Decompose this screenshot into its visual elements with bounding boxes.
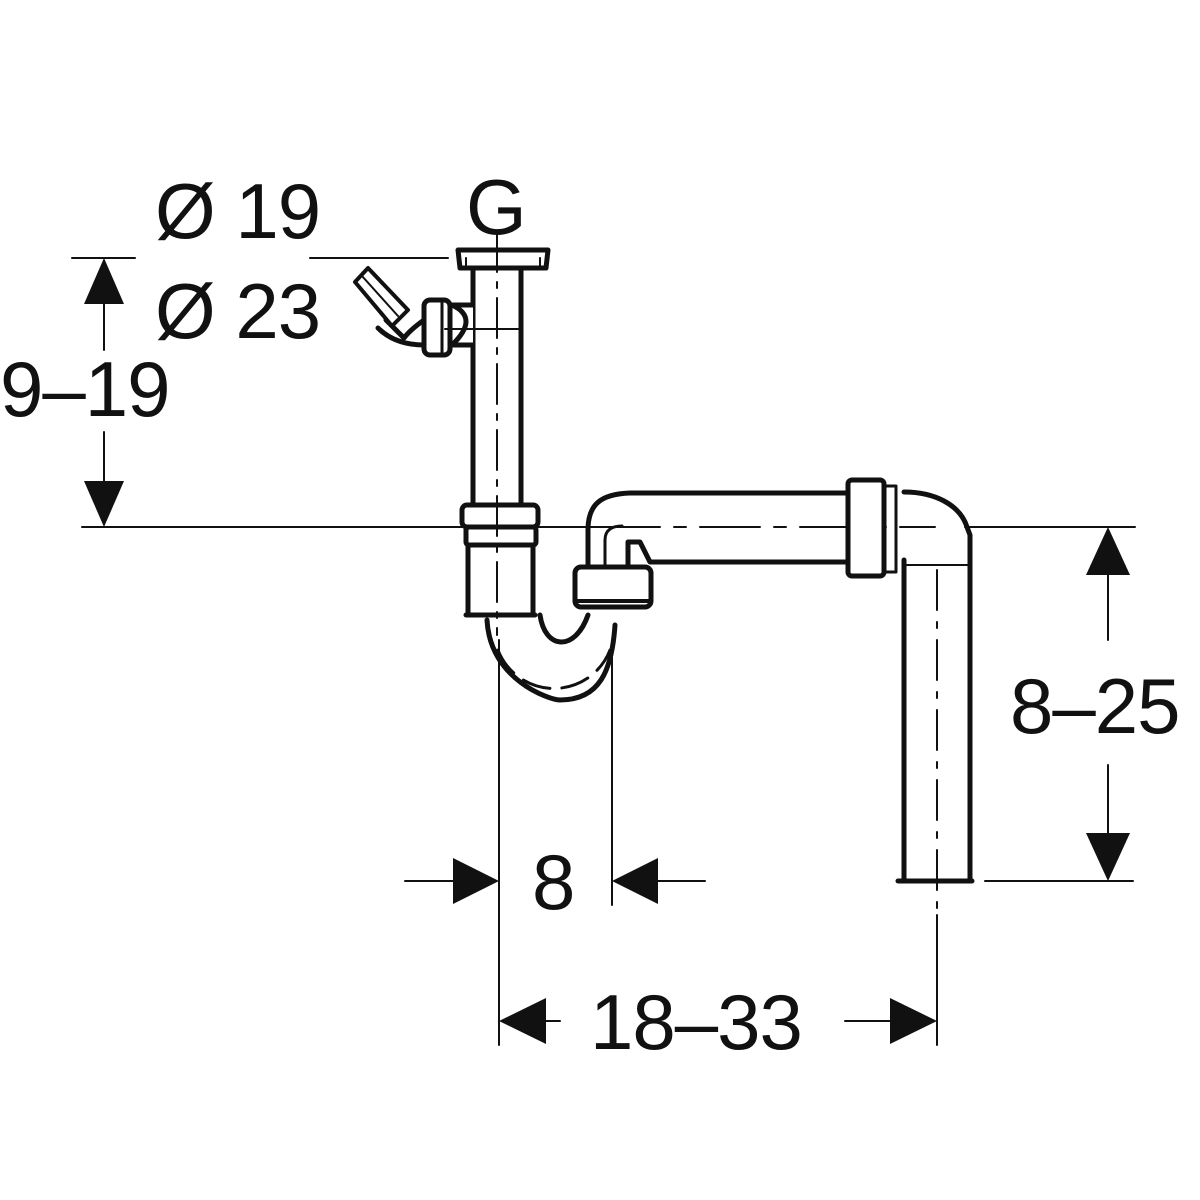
horizontal-reach-label: 18–33 [590,978,803,1066]
inlet-height-label: 9–19 [0,345,171,433]
horizontal-reach-dimension [499,998,937,1044]
trap-offset-label: 8 [532,838,575,926]
trap-outlet-arm [572,490,853,610]
hose-outer-diameter-label: Ø 23 [155,267,321,355]
outlet-drop-label: 8–25 [1010,662,1181,750]
thread-label: G [466,163,527,251]
outlet-drop-dimension [1086,527,1130,881]
hose-inner-diameter-label: Ø 19 [155,167,321,255]
elbow-and-tailpipe [845,477,975,884]
hose-connector [353,266,519,358]
u-trap [484,612,618,703]
trap-offset-dimension [404,858,706,904]
inlet-height-dimension [84,258,124,527]
